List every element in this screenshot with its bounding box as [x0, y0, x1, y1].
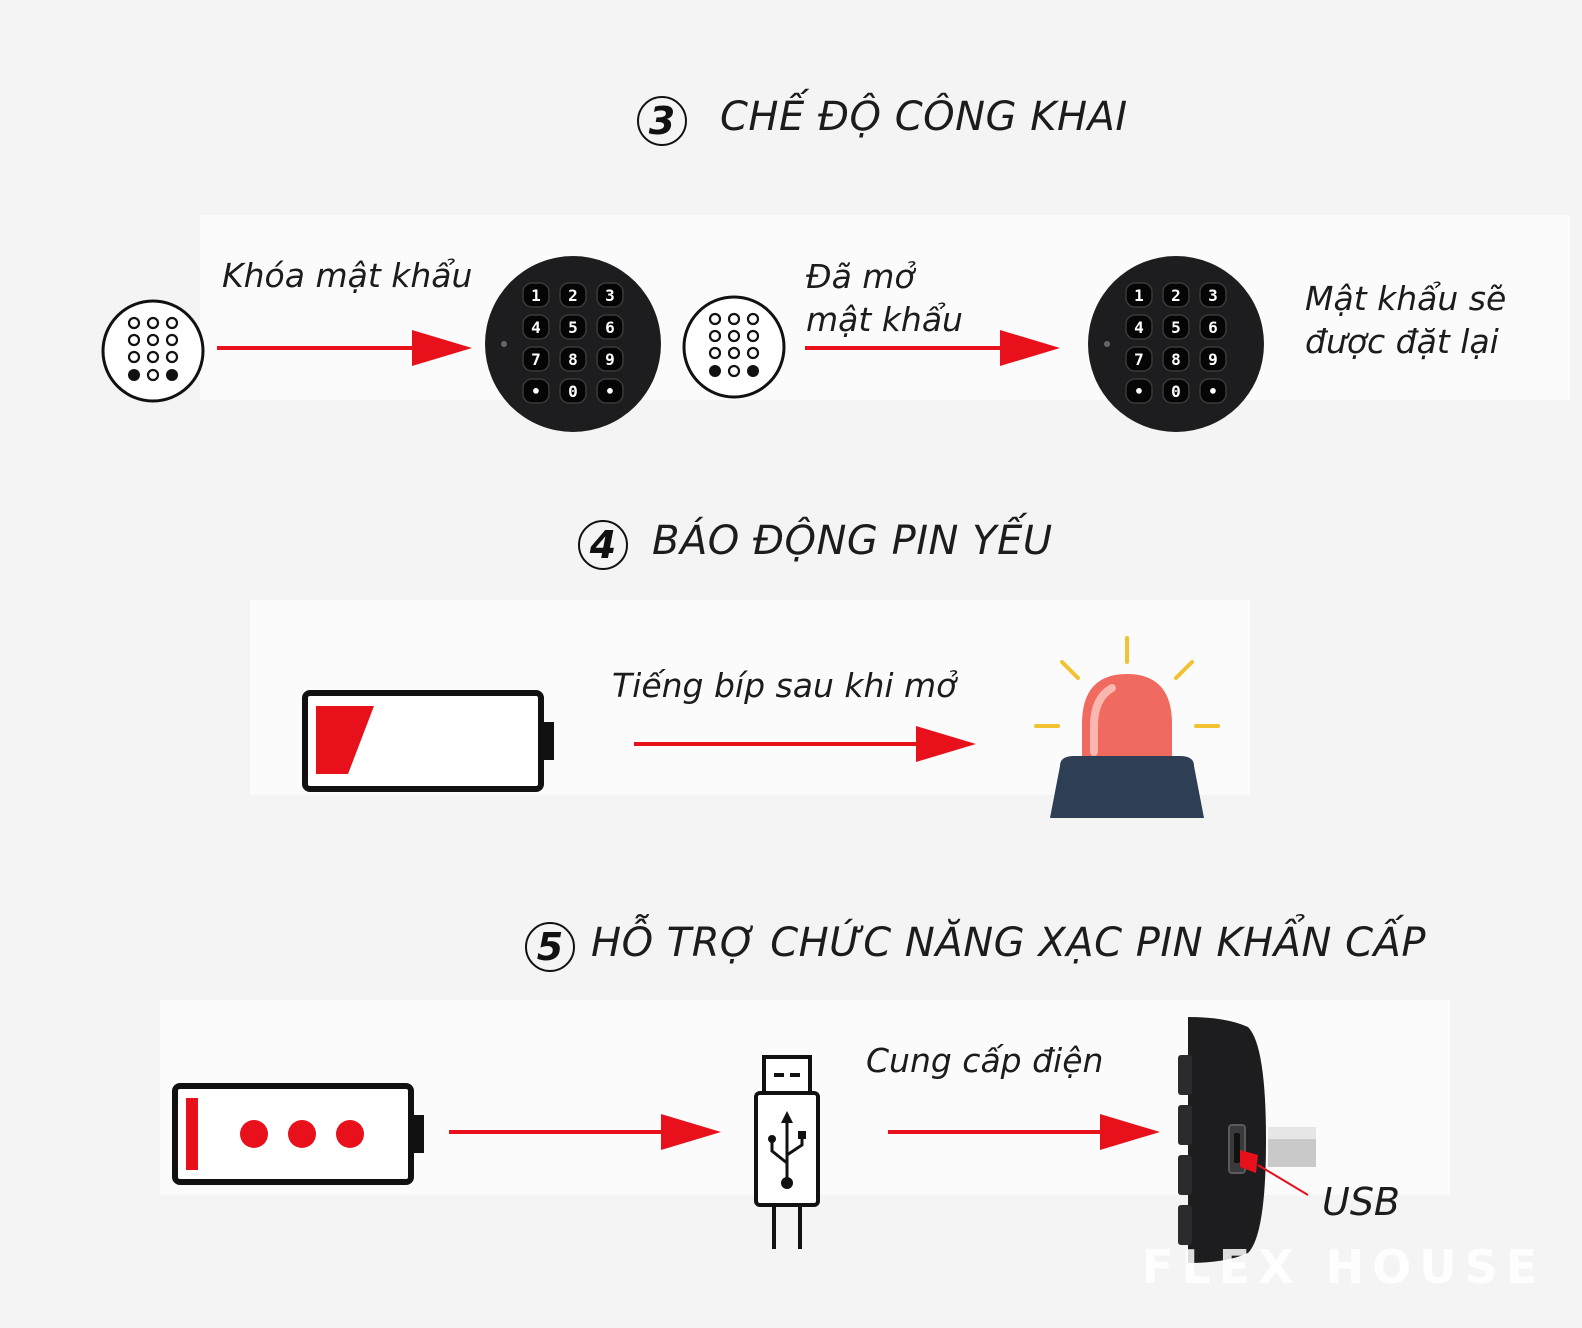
arrow-icon-2 [805, 330, 1060, 366]
opened-label-line1: Đã mở [806, 257, 915, 296]
keypad-key-label: 6 [605, 318, 615, 337]
keypad-key [1199, 346, 1227, 372]
keypad-key [559, 282, 587, 308]
keypad-small-icon-opened [682, 295, 786, 399]
keypad-key [596, 378, 624, 404]
keypad-key [522, 314, 550, 340]
keypad-key [1162, 314, 1190, 340]
section-4-title: BÁO ĐỘNG PIN YẾU [652, 518, 1053, 564]
keypad-led [1104, 341, 1110, 347]
keypad-key-label: • [1134, 382, 1144, 401]
power-supply-label: Cung cấp điện [866, 1041, 1104, 1080]
keypad-key [522, 282, 550, 308]
keypad-key-label: 0 [1171, 382, 1181, 401]
section-3-title: CHẾ ĐỘ CÔNG KHAI [720, 94, 1128, 140]
keypad-key [1125, 282, 1153, 308]
keypad-key-label: 8 [1171, 350, 1181, 369]
usb-label: USB [1322, 1180, 1401, 1224]
keypad-key-label: 5 [568, 318, 578, 337]
arrow-icon-3 [634, 726, 976, 762]
keypad-key-label: 4 [1134, 318, 1144, 337]
keypad-key-label: 2 [1171, 286, 1181, 305]
keypad-key [1125, 378, 1153, 404]
keypad-key-label: 2 [568, 286, 578, 305]
battery-charging-icon [172, 1083, 424, 1185]
keypad-key-label: 0 [568, 382, 578, 401]
keypad-key [1199, 314, 1227, 340]
keypad-key [596, 314, 624, 340]
section-5-title: HỖ TRỢ CHỨC NĂNG XẠC PIN KHẨN CẤP [591, 920, 1427, 966]
keypad-lock-icon: 1 2 3 4 5 6 7 8 9 • 0 • [485, 256, 661, 432]
keypad-key-label: • [1208, 382, 1218, 401]
keypad-key-label: 7 [531, 350, 541, 369]
keypad-key [596, 282, 624, 308]
arrow-icon-1 [217, 330, 472, 366]
beep-label: Tiếng bíp sau khi mở [612, 666, 957, 705]
keypad-key-label: 9 [605, 350, 615, 369]
band-section-3 [200, 215, 1570, 400]
keypad-key [522, 346, 550, 372]
keypad-key-label: 9 [1208, 350, 1218, 369]
keypad-reset-icon: 1 2 3 4 5 6 7 8 9 • 0 • [1088, 256, 1264, 432]
opened-label: Đã mở mật khẩu [806, 256, 963, 342]
keypad-key-label: 8 [568, 350, 578, 369]
password-reset-label: Mật khẩu sẽ được đặt lại [1305, 278, 1506, 364]
keypad-key [522, 378, 550, 404]
watermark: FLEX HOUSE [1142, 1240, 1546, 1294]
keypad-key-label: 6 [1208, 318, 1218, 337]
password-reset-line2: được đặt lại [1305, 321, 1499, 361]
keypad-key [1162, 282, 1190, 308]
keypad-key-label: • [531, 382, 541, 401]
keypad-key-label: 1 [1134, 286, 1144, 305]
keypad-key-label: • [605, 382, 615, 401]
keypad-key-label: 3 [605, 286, 615, 305]
keypad-key [559, 346, 587, 372]
arrow-icon-4 [449, 1114, 721, 1150]
usb-plug-icon [754, 1055, 820, 1249]
lock-usb-port-icon [1178, 1017, 1316, 1263]
keypad-key [1199, 378, 1227, 404]
keypad-key-label: 3 [1208, 286, 1218, 305]
lock-password-label: Khóa mật khẩu [222, 256, 473, 295]
keypad-key [596, 346, 624, 372]
password-reset-line1: Mật khẩu sẽ [1305, 279, 1507, 318]
keypad-key [1199, 282, 1227, 308]
keypad-key [1162, 378, 1190, 404]
keypad-key [1125, 346, 1153, 372]
section-4-number: 4 [578, 520, 628, 570]
keypad-key-label: 7 [1134, 350, 1144, 369]
low-battery-icon [302, 690, 554, 792]
keypad-key [1162, 346, 1190, 372]
keypad-key [559, 314, 587, 340]
section-3-number: 3 [637, 96, 687, 146]
keypad-key [1125, 314, 1153, 340]
keypad-led [501, 341, 507, 347]
siren-alarm-icon [1034, 636, 1220, 818]
keypad-small-icon-locked [101, 299, 205, 403]
opened-label-line2: mật khẩu [806, 299, 963, 339]
keypad-key-label: 1 [531, 286, 541, 305]
keypad-key-label: 5 [1171, 318, 1181, 337]
keypad-key [559, 378, 587, 404]
arrow-icon-5 [888, 1114, 1160, 1150]
keypad-key-label: 4 [531, 318, 541, 337]
section-5-number: 5 [525, 922, 575, 972]
